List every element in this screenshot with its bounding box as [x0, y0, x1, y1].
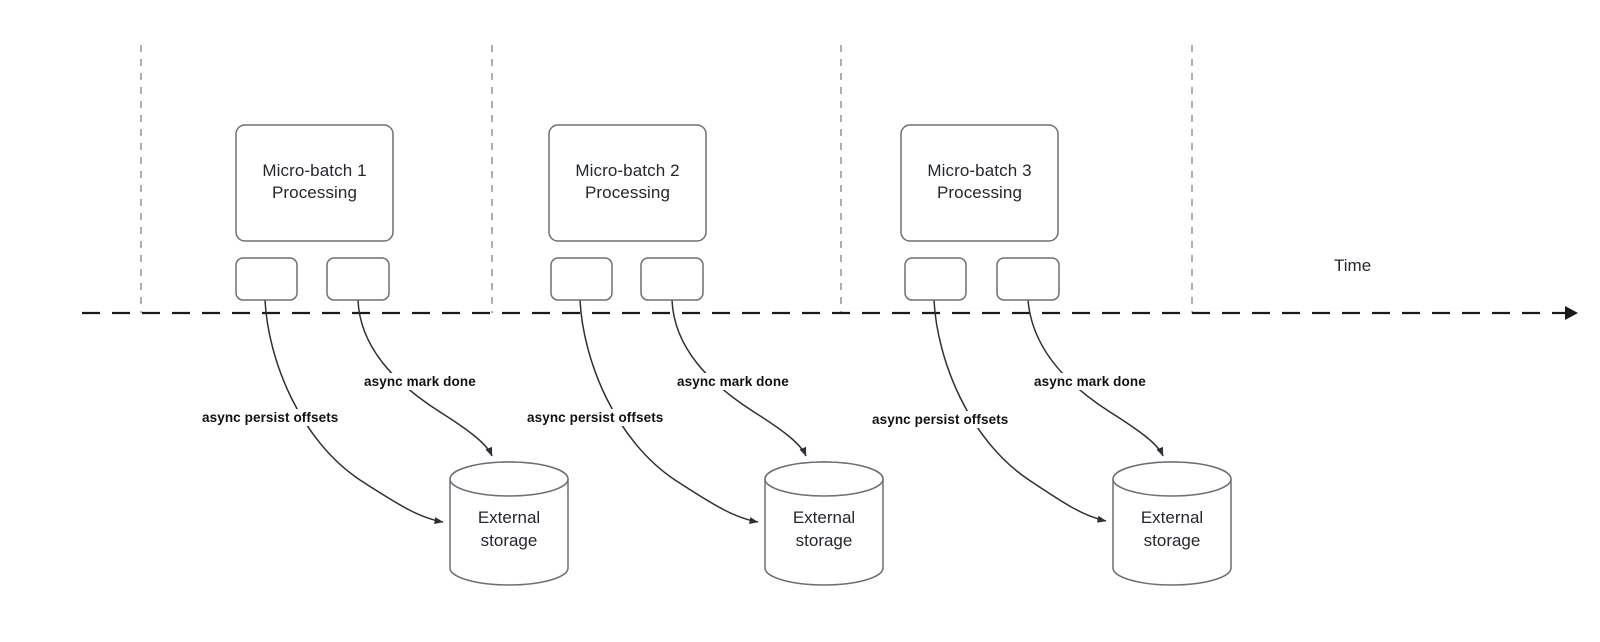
edge-label-mark-done-2: async mark done — [674, 373, 792, 390]
task-box-task-2b[interactable] — [640, 257, 704, 301]
task-box-task-1a[interactable] — [235, 257, 298, 301]
edge-persist-offsets-2 — [579, 299, 759, 524]
edges-layer — [264, 299, 1164, 524]
edge-label-persist-offsets-1: async persist offsets — [199, 409, 342, 426]
timeline-axis-arrowhead — [1565, 306, 1578, 320]
task-box-task-2a[interactable] — [550, 257, 613, 301]
timeline-axis-label: Time — [1334, 256, 1372, 275]
edge-label-persist-offsets-3: async persist offsets — [869, 411, 1012, 428]
timeline-axis — [82, 306, 1578, 320]
edge-mark-done-3 — [1027, 299, 1164, 457]
process-box-micro-batch-2[interactable] — [548, 124, 707, 242]
storage-label-micro-batch-1: External storage — [477, 507, 541, 550]
edge-persist-offsets-3 — [933, 299, 1107, 523]
storage-cylinder-top-micro-batch-2 — [764, 461, 884, 497]
process-box-micro-batch-1[interactable] — [235, 124, 394, 242]
timeline-ticks — [140, 45, 1193, 313]
edge-persist-offsets-1 — [264, 299, 444, 524]
task-box-task-3b[interactable] — [996, 257, 1060, 301]
nodes-layer — [235, 124, 1232, 586]
edge-label-persist-offsets-2: async persist offsets — [524, 409, 667, 426]
edge-mark-done-2 — [671, 299, 807, 457]
edge-label-mark-done-3: async mark done — [1031, 373, 1149, 390]
storage-cylinder-top-micro-batch-3 — [1112, 461, 1232, 497]
storage-label-micro-batch-2: External storage — [792, 507, 856, 550]
edge-label-mark-done-1: async mark done — [361, 373, 479, 390]
process-box-micro-batch-3[interactable] — [900, 124, 1059, 242]
task-box-task-1b[interactable] — [326, 257, 390, 301]
task-box-task-3a[interactable] — [904, 257, 967, 301]
storage-label-micro-batch-3: External storage — [1140, 507, 1204, 550]
storage-cylinder-top-micro-batch-1 — [449, 461, 569, 497]
edge-mark-done-1 — [357, 299, 493, 457]
